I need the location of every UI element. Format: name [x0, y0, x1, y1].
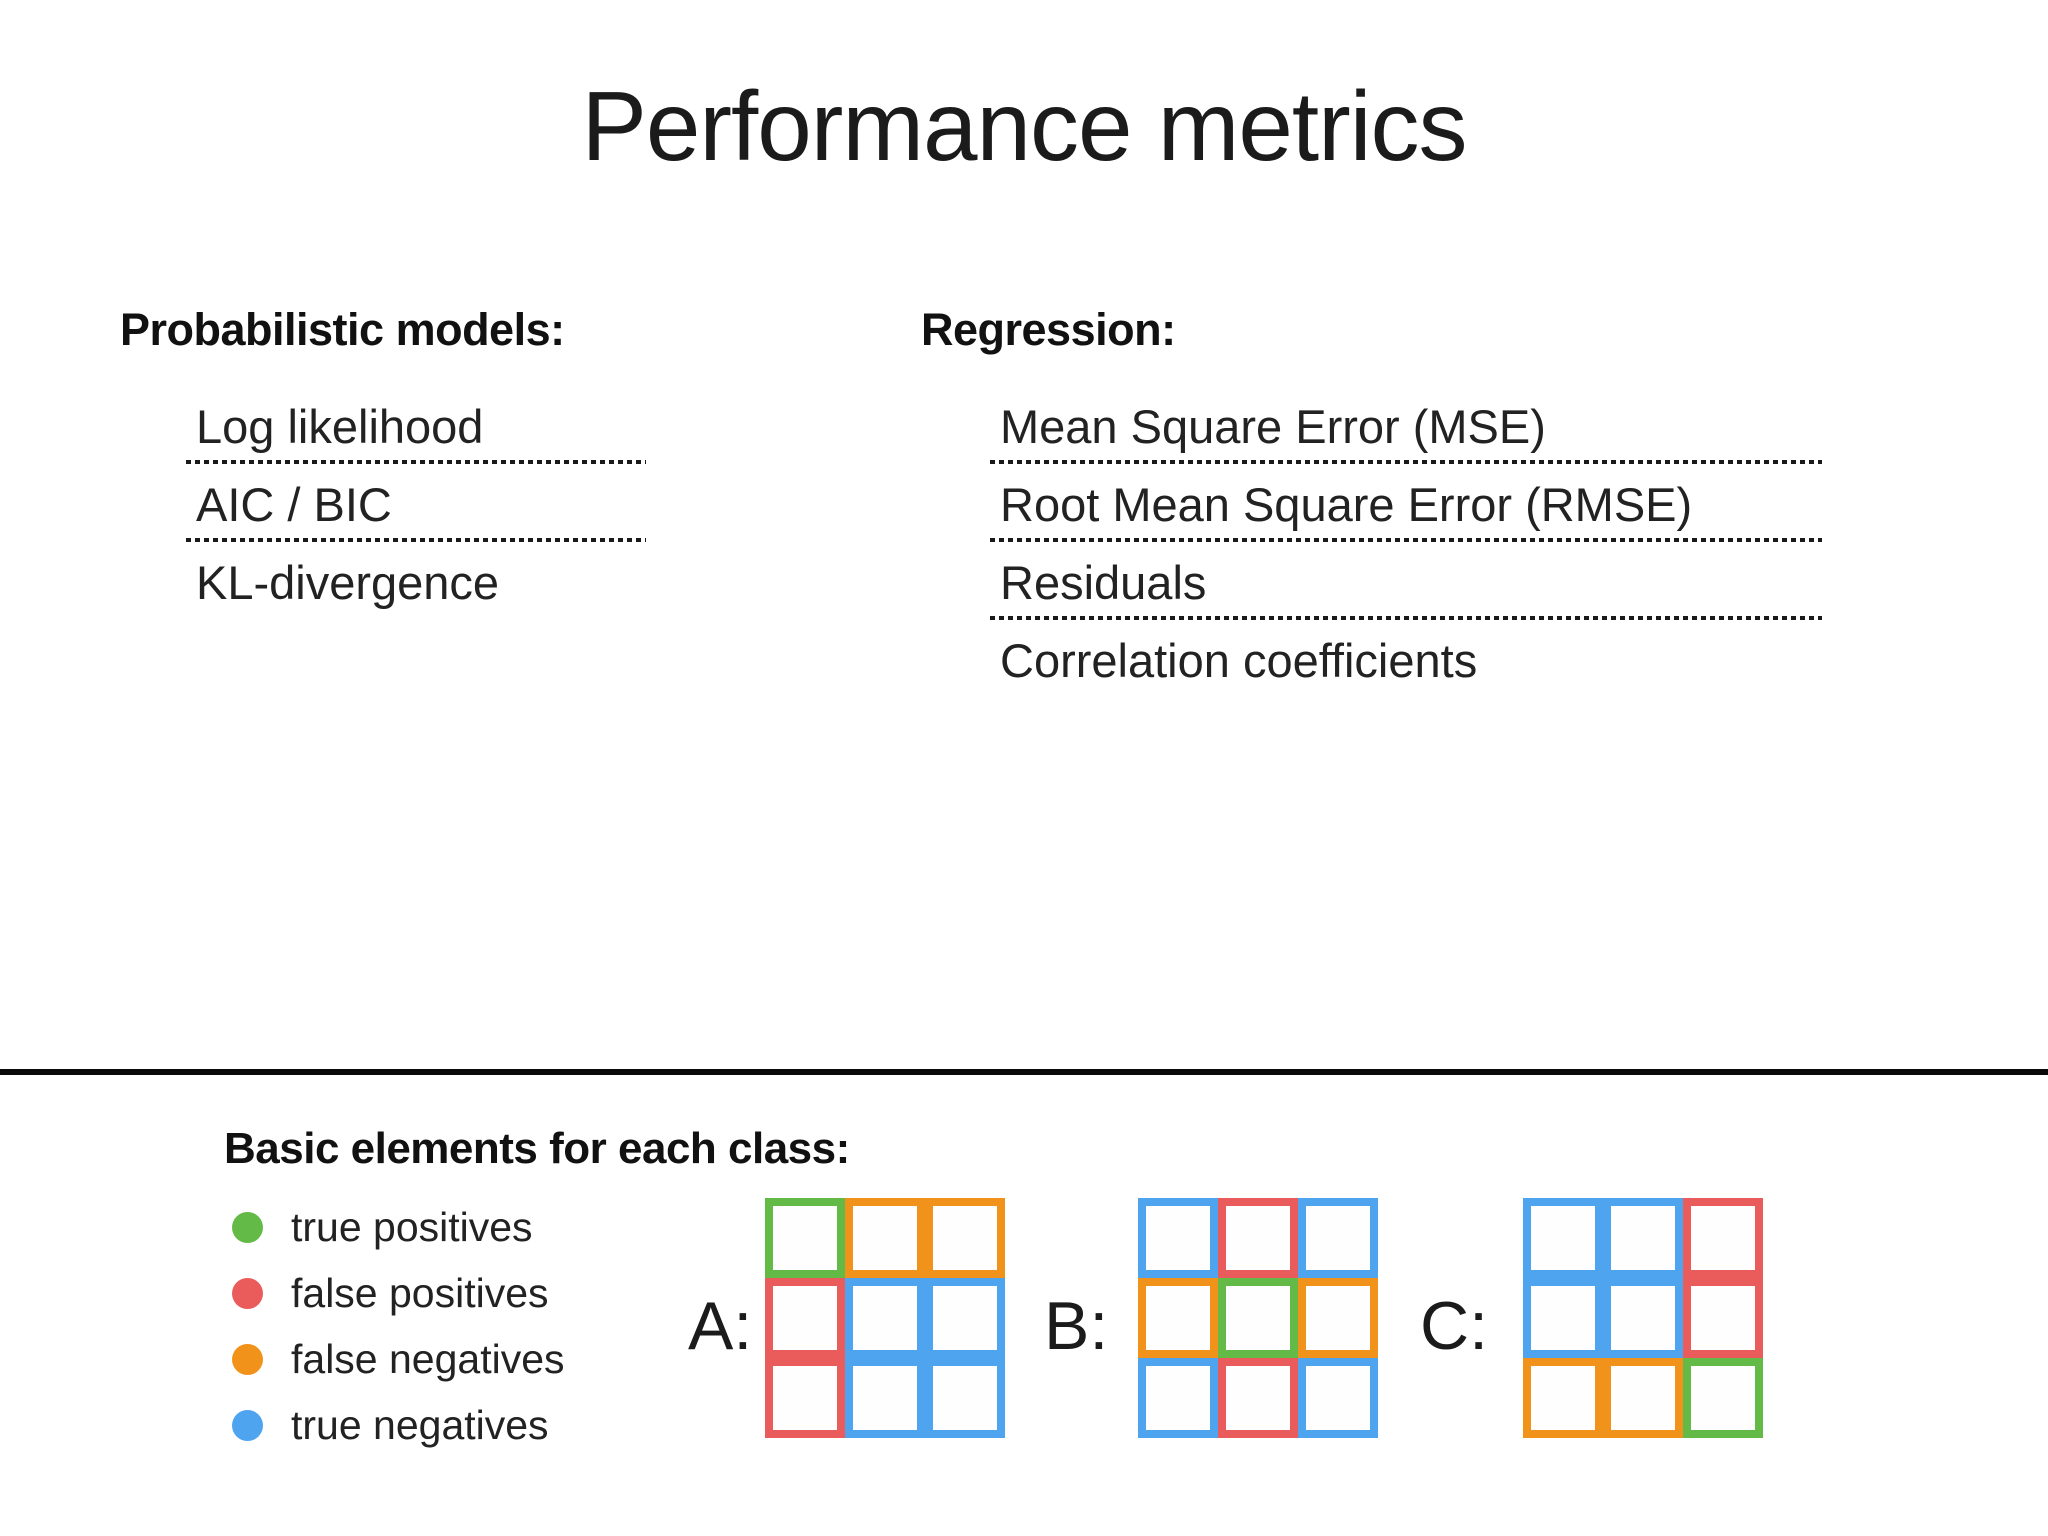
legend-dot-icon: [232, 1211, 263, 1243]
dotted-underline: [186, 538, 646, 542]
legend-label: true positives: [291, 1203, 533, 1250]
grid-cell: [845, 1198, 925, 1278]
grid-label-a: A:: [688, 1288, 753, 1364]
grid-cell: [1683, 1198, 1763, 1278]
grid-cell: [845, 1278, 925, 1358]
grid-cell: [1523, 1358, 1603, 1438]
grid-cell: [765, 1198, 845, 1278]
legend-label: false negatives: [291, 1335, 565, 1382]
grid-cell: [1298, 1278, 1378, 1358]
confusion-grid-a: [765, 1198, 1005, 1438]
metric-label: KL-divergence: [196, 556, 500, 609]
legend-row: true negatives: [232, 1392, 565, 1458]
grid-label-b: B:: [1044, 1288, 1109, 1364]
metric-label: AIC / BIC: [196, 478, 392, 531]
legend-label: false positives: [291, 1269, 549, 1316]
legend-dot-icon: [232, 1409, 263, 1441]
grid-cell: [1603, 1278, 1683, 1358]
metric-label: Residuals: [1000, 556, 1207, 609]
grid-cell: [1218, 1278, 1298, 1358]
grid-cell: [765, 1358, 845, 1438]
legend-row: false positives: [232, 1260, 565, 1326]
grid-cell: [1218, 1358, 1298, 1438]
list-item: AIC / BIC: [186, 476, 646, 542]
dotted-underline: [990, 460, 1822, 464]
list-item: Residuals: [990, 554, 1822, 620]
section-heading-regression: Regression:: [921, 304, 1176, 355]
grid-cell: [1218, 1198, 1298, 1278]
section-divider: [0, 1069, 2048, 1075]
grid-cell: [1298, 1198, 1378, 1278]
grid-cell: [925, 1358, 1005, 1438]
list-item: Log likelihood: [186, 398, 646, 464]
class-elements-legend: true positives false positives false neg…: [232, 1194, 565, 1458]
metric-label: Log likelihood: [196, 400, 484, 453]
grid-cell: [1138, 1358, 1218, 1438]
confusion-grid-b: [1138, 1198, 1378, 1438]
grid-label-c: C:: [1420, 1288, 1488, 1364]
list-item: Correlation coefficients: [990, 632, 1822, 690]
grid-cell: [1523, 1278, 1603, 1358]
grid-cell: [765, 1278, 845, 1358]
probabilistic-models-section: Probabilistic models: Log likelihood AIC…: [120, 304, 680, 624]
grid-cell: [845, 1358, 925, 1438]
metric-list: Log likelihood AIC / BIC KL-divergence: [186, 398, 646, 612]
grid-cell: [1138, 1198, 1218, 1278]
list-item: Root Mean Square Error (RMSE): [990, 476, 1822, 542]
grid-cell: [1683, 1278, 1763, 1358]
metric-label: Mean Square Error (MSE): [1000, 400, 1546, 453]
legend-dot-icon: [232, 1343, 263, 1375]
grid-cell: [925, 1198, 1005, 1278]
confusion-grid-c: [1523, 1198, 1763, 1438]
grid-cell: [1683, 1358, 1763, 1438]
legend-dot-icon: [232, 1277, 263, 1309]
grid-cell: [1298, 1358, 1378, 1438]
grid-cell: [925, 1278, 1005, 1358]
basic-elements-heading: Basic elements for each class:: [224, 1124, 850, 1173]
grid-cell: [1138, 1278, 1218, 1358]
section-heading-probabilistic: Probabilistic models:: [120, 304, 565, 355]
page-title: Performance metrics: [581, 71, 1467, 181]
dotted-underline: [186, 460, 646, 464]
grid-cell: [1603, 1198, 1683, 1278]
legend-row: false negatives: [232, 1326, 565, 1392]
legend-label: true negatives: [291, 1401, 549, 1448]
grid-cell: [1523, 1198, 1603, 1278]
dotted-underline: [990, 616, 1822, 620]
metric-label: Correlation coefficients: [1000, 634, 1478, 687]
list-item: Mean Square Error (MSE): [990, 398, 1822, 464]
list-item: KL-divergence: [186, 554, 646, 612]
legend-row: true positives: [232, 1194, 565, 1260]
metric-list: Mean Square Error (MSE) Root Mean Square…: [990, 398, 1822, 690]
regression-section: Regression: Mean Square Error (MSE) Root…: [921, 304, 1861, 702]
metric-label: Root Mean Square Error (RMSE): [1000, 478, 1693, 531]
dotted-underline: [990, 538, 1822, 542]
grid-cell: [1603, 1358, 1683, 1438]
